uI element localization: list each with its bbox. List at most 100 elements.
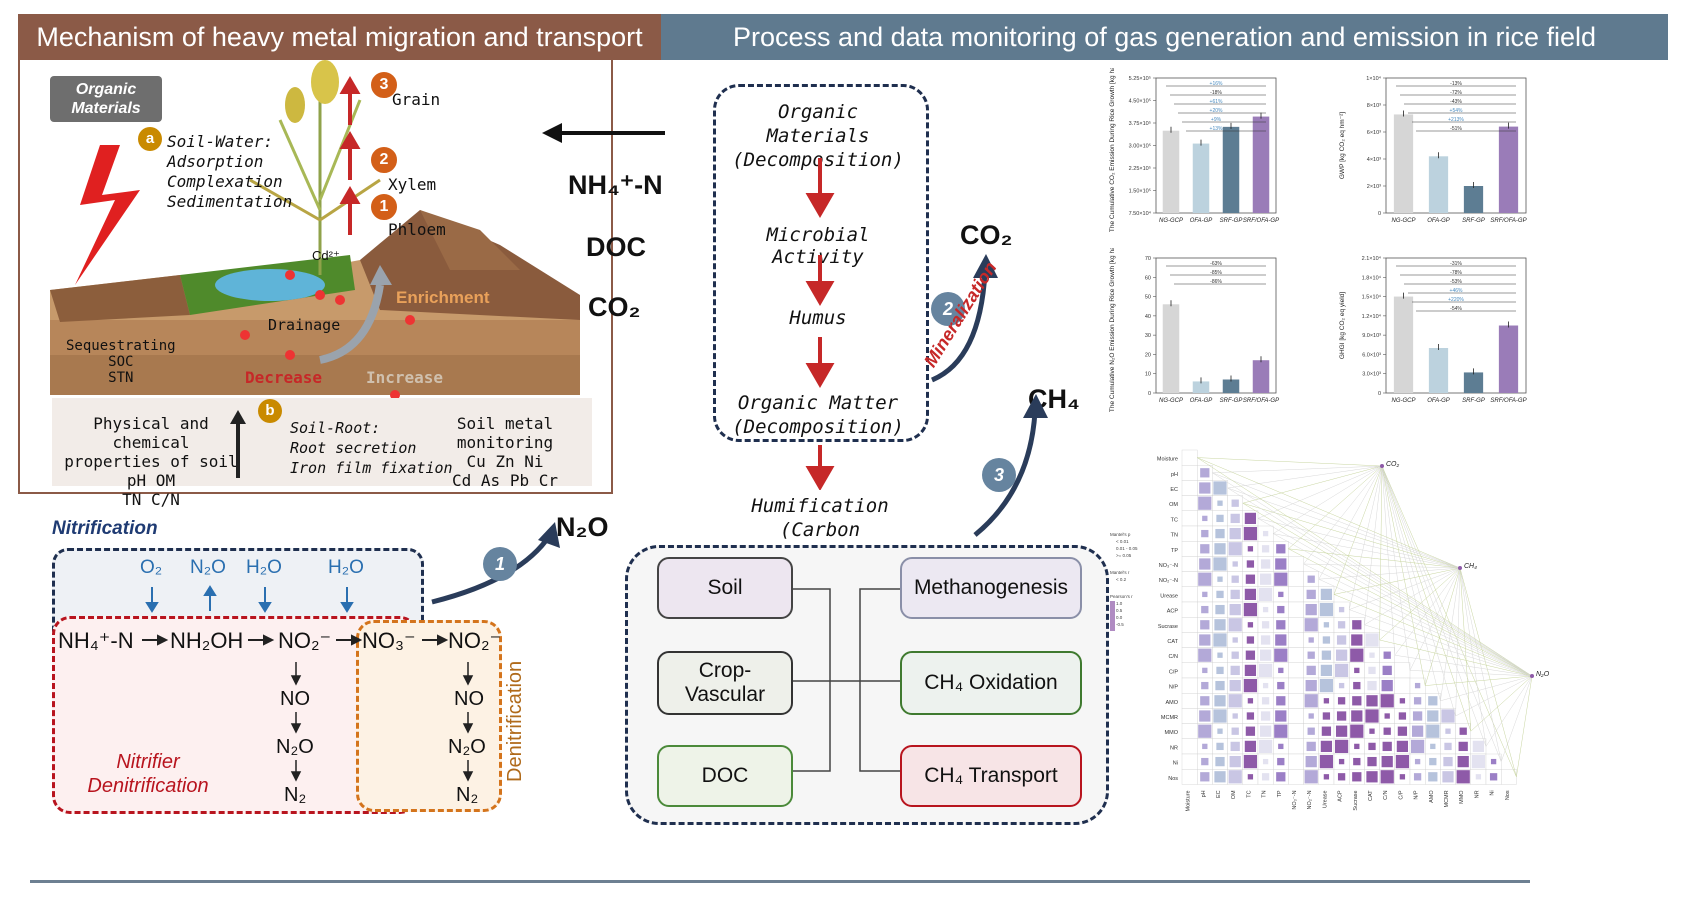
correlation-square	[1186, 530, 1193, 537]
y-tick-label: 3.00×10⁵	[1129, 143, 1151, 150]
col-label: pH	[1201, 790, 1207, 797]
correlation-square	[1183, 649, 1196, 661]
correlation-square	[1319, 678, 1334, 693]
bar	[1428, 348, 1449, 393]
x-tick-label: OFA-GP	[1427, 218, 1450, 224]
correlation-square	[1185, 621, 1194, 629]
correlation-square	[1186, 682, 1193, 689]
x-tick-label: OFA-GP	[1427, 398, 1450, 404]
soil-root-title: Soil-Root:	[290, 419, 381, 437]
correlation-square	[1215, 680, 1225, 691]
mantel-link	[1212, 472, 1533, 677]
correlation-square	[1490, 758, 1497, 765]
mantel-link	[1197, 457, 1383, 467]
box-ch4-transport: CH₄ Transport	[900, 745, 1082, 807]
row-label: pH	[1171, 472, 1178, 478]
correlation-square	[1198, 724, 1212, 738]
x-tick-label: SRF/OFA-GP	[1490, 218, 1526, 224]
mantel-link	[1379, 567, 1461, 641]
box-soil: Soil	[657, 557, 793, 619]
correlation-square	[1381, 679, 1393, 692]
correlation-square	[1244, 740, 1257, 753]
mantel-link	[1364, 567, 1461, 626]
correlation-square	[1414, 758, 1421, 765]
step-badge-3: 3	[370, 71, 398, 99]
row-label: NR	[1170, 745, 1178, 751]
bar	[1252, 116, 1270, 213]
correlation-square	[1304, 770, 1318, 784]
significance-label: +54%	[1450, 108, 1463, 114]
doc-label: DOC	[586, 232, 646, 262]
correlation-square	[1274, 724, 1288, 738]
correlation-square	[1398, 712, 1407, 720]
x-tick-label: SRF-GP	[1462, 398, 1485, 404]
correlation-square	[1291, 680, 1301, 691]
correlation-square	[1184, 483, 1195, 493]
correlation-square	[1199, 634, 1211, 646]
legend-text: 0.5	[1116, 608, 1123, 613]
correlation-square	[1245, 574, 1256, 584]
bar	[1222, 126, 1240, 213]
col-label: MMO	[1459, 790, 1465, 804]
correlation-square	[1230, 665, 1240, 676]
bar	[1162, 130, 1180, 213]
bar	[1192, 381, 1210, 393]
correlation-square	[1185, 697, 1194, 705]
correlation-square	[1292, 742, 1300, 751]
right-section-header: Process and data monitoring of gas gener…	[661, 14, 1668, 60]
correlation-square	[1380, 694, 1394, 708]
correlation-square	[1319, 754, 1334, 769]
correlation-square	[1202, 515, 1208, 522]
correlation-square	[1202, 667, 1208, 674]
denitrification-sub-label: Denitrification	[87, 775, 209, 797]
correlation-square	[1261, 773, 1270, 781]
box-crop-vascular: Crop-Vascular	[657, 651, 793, 715]
col-label: AMO	[1429, 790, 1435, 803]
correlation-square	[1336, 711, 1347, 721]
correlation-square	[1198, 496, 1212, 510]
correlation-square	[1350, 724, 1364, 738]
correlation-square	[1427, 710, 1439, 722]
significance-label: -54%	[1450, 306, 1462, 312]
x-tick-label: OFA-GP	[1190, 398, 1213, 404]
mantel-link	[1379, 639, 1533, 677]
correlation-square	[1306, 741, 1316, 752]
y-tick-label: 1.2×10⁴	[1362, 313, 1382, 320]
physchem-title: properties of soil	[64, 452, 238, 471]
mantel-link	[1257, 518, 1533, 677]
branch-arrows	[290, 662, 474, 782]
lightning-icon	[75, 145, 140, 285]
correlation-square	[1183, 497, 1196, 509]
y-tick-label: 10	[1145, 372, 1151, 378]
correlation-square	[1232, 561, 1238, 567]
correlation-square	[1230, 513, 1240, 524]
correlation-square	[1243, 526, 1258, 541]
y-axis-label: The Cumulative CO₂ Emission During Rice …	[1109, 68, 1116, 232]
correlation-square	[1245, 650, 1256, 660]
branch-n2: N₂	[284, 784, 307, 806]
physchem-block: Physical and chemical properties of soil…	[56, 414, 246, 509]
correlation-square	[1428, 772, 1438, 782]
correlation-square	[1276, 772, 1286, 782]
correlation-square	[1368, 666, 1376, 675]
correlation-square	[1231, 651, 1239, 659]
correlation-square	[1198, 648, 1212, 662]
correlation-square	[1261, 545, 1270, 553]
correlation-square	[1323, 622, 1330, 628]
flow-arrows	[805, 158, 835, 490]
col-label: NO₃⁻-N	[1292, 790, 1298, 809]
x-tick-label: NG-GCP	[1159, 398, 1183, 404]
col-label: C/P	[1398, 790, 1404, 800]
correlation-square	[1351, 710, 1363, 722]
mantel-link	[1440, 675, 1533, 702]
correlation-square	[1247, 698, 1254, 704]
correlation-square	[1185, 469, 1194, 477]
correlation-square	[1381, 755, 1393, 768]
organic-materials-tag: Organic Materials	[50, 76, 162, 122]
correlation-square	[1320, 664, 1333, 677]
xylem-label: Xylem	[388, 175, 437, 194]
correlation-square	[1185, 545, 1194, 553]
col-label: NR	[1474, 790, 1480, 798]
significance-label: +20%	[1210, 108, 1223, 114]
correlation-square	[1307, 651, 1315, 659]
